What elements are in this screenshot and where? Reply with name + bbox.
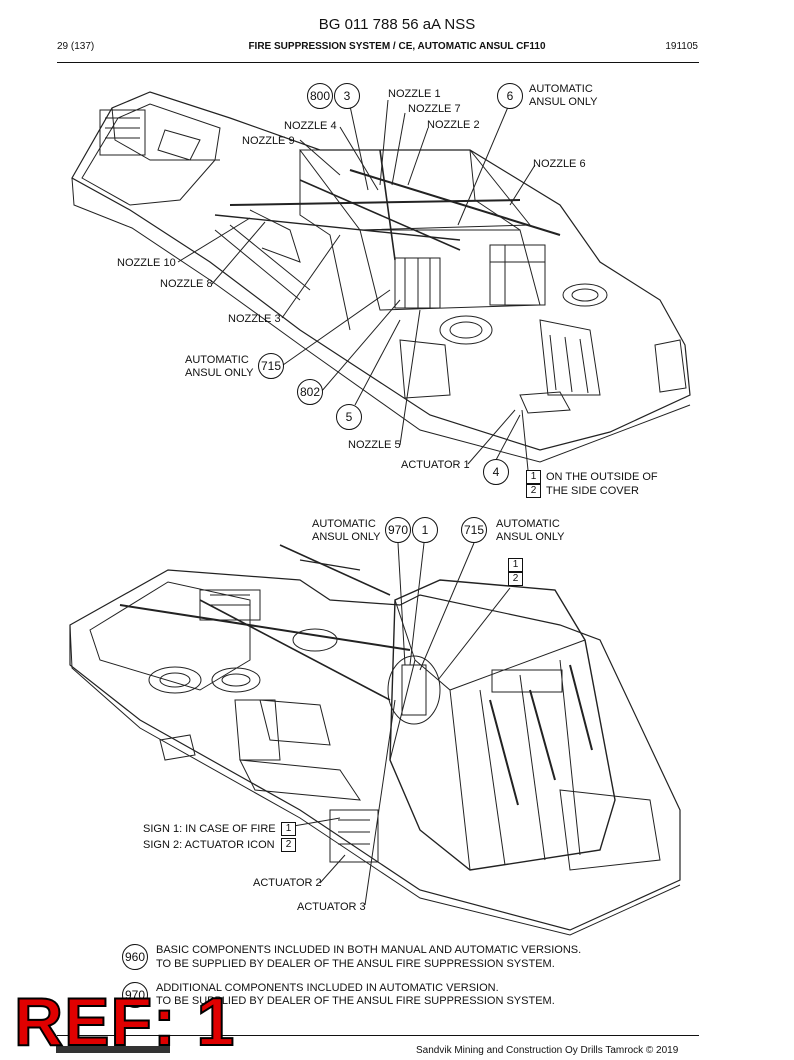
automatic-label: AUTOMATIC: [312, 518, 376, 530]
bottom-frame-drawing: [69, 542, 681, 936]
sign-box-2: 2: [508, 572, 523, 586]
sign-box-2: 2: [281, 838, 296, 852]
sign-box-2: 2: [526, 484, 541, 498]
sign-box-1: 1: [281, 822, 296, 836]
sign-2-label: SIGN 2: ACTUATOR ICON: [143, 839, 275, 851]
actuator-1-label: ACTUATOR 1: [401, 459, 470, 471]
document-code: 191105: [665, 41, 698, 52]
callout-715: 715: [461, 517, 487, 543]
callout-802: 802: [297, 379, 323, 405]
actuator-3-label: ACTUATOR 3: [297, 901, 366, 913]
automatic-label: AUTOMATIC: [185, 354, 249, 366]
ansul-only-label: ANSUL ONLY: [185, 367, 254, 379]
nozzle-9-label: NOZZLE 9: [242, 135, 295, 147]
note-line: TO BE SUPPLIED BY DEALER OF THE ANSUL FI…: [156, 958, 555, 970]
side-cover-note: ON THE OUTSIDE OF: [546, 471, 658, 483]
top-frame-drawing: [71, 91, 691, 471]
callout-715: 715: [258, 353, 284, 379]
callout-1: 1: [412, 517, 438, 543]
nozzle-2-label: NOZZLE 2: [427, 119, 480, 131]
sign-1-label: SIGN 1: IN CASE OF FIRE: [143, 823, 276, 835]
footer-rule: [57, 1035, 699, 1036]
callout-800: 800: [307, 83, 333, 109]
automatic-label: AUTOMATIC: [496, 518, 560, 530]
ansul-only-label: ANSUL ONLY: [312, 531, 381, 543]
note-line: TO BE SUPPLIED BY DEALER OF THE ANSUL FI…: [156, 995, 555, 1007]
page-number: 29 (137): [57, 41, 95, 52]
automatic-label: AUTOMATIC: [529, 83, 593, 95]
document-title: BG 011 788 56 aA NSS: [318, 16, 476, 33]
nozzle-3-label: NOZZLE 3: [228, 313, 281, 325]
callout-4: 4: [483, 459, 509, 485]
nozzle-4-label: NOZZLE 4: [284, 120, 337, 132]
nozzle-5-label: NOZZLE 5: [348, 439, 401, 451]
note-line: BASIC COMPONENTS INCLUDED IN BOTH MANUAL…: [156, 944, 582, 956]
callout-970: 970: [385, 517, 411, 543]
sign-box-1: 1: [526, 470, 541, 484]
footer-copyright: Sandvik Mining and Construction Oy Drill…: [416, 1045, 679, 1056]
header-rule: [57, 62, 699, 63]
sign-box-1: 1: [508, 558, 523, 572]
nozzle-10-label: NOZZLE 10: [117, 257, 176, 269]
logo-band: [56, 1046, 170, 1053]
section-title: FIRE SUPPRESSION SYSTEM / CE, AUTOMATIC …: [248, 41, 546, 52]
callout-3: 3: [334, 83, 360, 109]
actuator-2-label: ACTUATOR 2: [253, 877, 322, 889]
callout-6: 6: [497, 83, 523, 109]
callout-5: 5: [336, 404, 362, 430]
side-cover-note: THE SIDE COVER: [546, 485, 639, 497]
nozzle-6-label: NOZZLE 6: [533, 158, 586, 170]
note-line: ADDITIONAL COMPONENTS INCLUDED IN AUTOMA…: [156, 982, 499, 994]
callout-960: 960: [122, 944, 148, 970]
ref-stamp: REF: 1: [13, 984, 236, 1060]
ansul-only-label: ANSUL ONLY: [529, 96, 598, 108]
nozzle-1-label: NOZZLE 1: [388, 88, 441, 100]
callout-970: 970: [122, 982, 148, 1008]
nozzle-7-label: NOZZLE 7: [408, 103, 461, 115]
ansul-only-label: ANSUL ONLY: [496, 531, 565, 543]
nozzle-8-label: NOZZLE 8: [160, 278, 213, 290]
